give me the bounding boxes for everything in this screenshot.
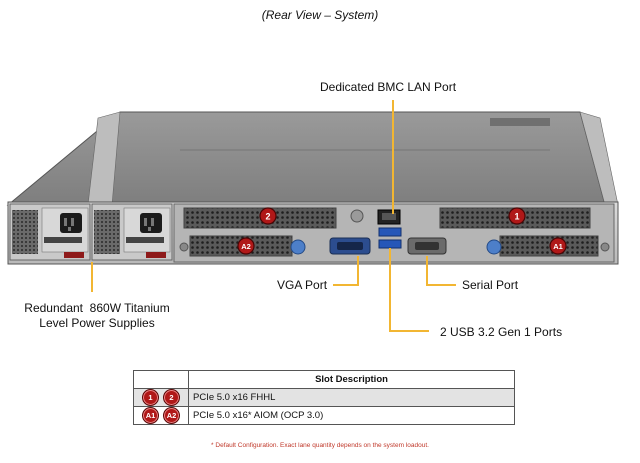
leader-serial-h — [426, 284, 456, 286]
marker-slot-2-label: 2 — [265, 212, 270, 222]
row-description: PCIe 5.0 x16 FHHL — [188, 388, 515, 407]
marker-slot-a1-label: A1 — [553, 242, 563, 251]
leader-bmc — [392, 100, 394, 214]
badge-slot-a1: A1 — [142, 407, 159, 424]
callout-vga: VGA Port — [277, 278, 328, 292]
marker-slot-a2-label: A2 — [241, 242, 251, 251]
marker-slot-2: 2 — [259, 207, 277, 225]
marker-slot-a1: A1 — [549, 237, 567, 255]
marker-slot-a2: A2 — [237, 237, 255, 255]
callout-bmc-lan: Dedicated BMC LAN Port — [320, 80, 457, 94]
footnote: * Default Configuration. Exact lane quan… — [211, 442, 429, 449]
badge-slot-1: 1 — [142, 389, 159, 406]
marker-slot-1: 1 — [508, 207, 526, 225]
callout-psu: Redundant 860W Titanium Level Power Supp… — [22, 301, 172, 331]
row-description: PCIe 5.0 x16* AIOM (OCP 3.0) — [188, 406, 515, 425]
callout-serial: Serial Port — [462, 278, 519, 292]
callout-psu-line1: Redundant 860W Titanium — [24, 301, 170, 315]
leader-vga-h — [333, 284, 359, 286]
badge-slot-2: 2 — [163, 389, 180, 406]
leader-psu — [91, 262, 93, 292]
psu-2 — [91, 203, 173, 261]
marker-slot-1-label: 1 — [514, 212, 519, 222]
table-header-blank — [133, 370, 189, 389]
figure-caption: (Rear View – System) — [261, 8, 379, 22]
leader-usb-h — [389, 330, 429, 332]
leader-vga-v — [357, 256, 359, 286]
table-header: Slot Description — [188, 370, 515, 389]
chassis-top — [6, 111, 619, 206]
leader-serial-v — [426, 256, 428, 286]
badge-slot-a2: A2 — [163, 407, 180, 424]
callout-psu-line2: Level Power Supplies — [39, 316, 155, 330]
leader-lines — [91, 100, 456, 332]
table-header-row: Slot Description — [133, 370, 515, 389]
callout-usb: 2 USB 3.2 Gen 1 Ports — [440, 325, 563, 339]
psu-1 — [9, 203, 91, 261]
leader-usb-v — [389, 248, 391, 332]
